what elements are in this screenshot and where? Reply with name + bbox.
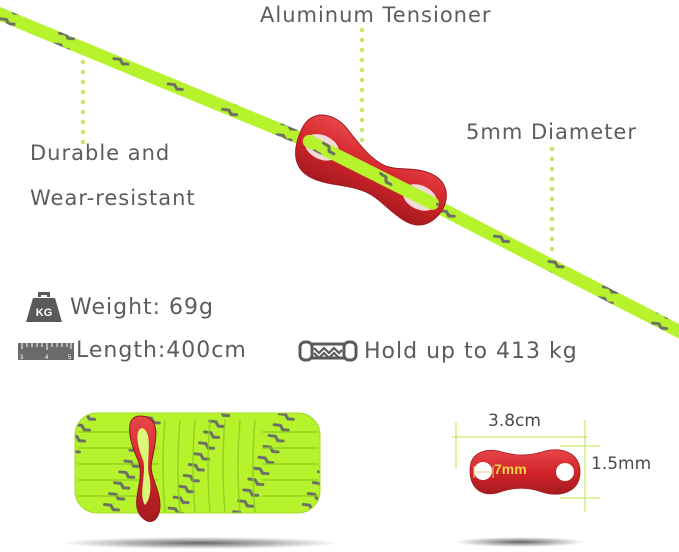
callout-diameter: 5mm Diameter xyxy=(466,120,637,144)
callout-aluminum-tensioner: Aluminum Tensioner xyxy=(260,3,492,27)
hold-capacity-value: Hold up to 413 kg xyxy=(364,338,578,364)
tension-link-icon xyxy=(298,340,358,362)
aluminum-tensioner xyxy=(295,114,447,226)
dimension-width: 3.8cm xyxy=(488,411,541,431)
svg-text:KG: KG xyxy=(36,307,53,319)
svg-text:4: 4 xyxy=(45,355,49,361)
leader-line-durable xyxy=(80,59,86,145)
coiled-rope-bundle xyxy=(60,412,340,549)
spec-hold: Hold up to 413 kg xyxy=(298,338,578,364)
spec-length: 3 4 5 Length:400cm xyxy=(18,338,247,363)
kg-weight-icon: KG xyxy=(26,292,62,322)
tensioner-dimension-diagram xyxy=(452,420,600,547)
dimension-thickness: 1.5mm xyxy=(591,454,652,474)
ruler-icon: 3 4 5 xyxy=(18,342,74,361)
spec-weight: KG Weight: 69g xyxy=(24,290,214,324)
svg-text:5: 5 xyxy=(68,355,72,361)
dimension-hole: 7mm xyxy=(494,461,527,477)
length-value: Length:400cm xyxy=(76,338,247,363)
leader-line-diameter xyxy=(549,146,555,252)
svg-text:3: 3 xyxy=(20,355,24,361)
callout-durable-line1: Durable and xyxy=(30,141,171,165)
weight-value: Weight: 69g xyxy=(70,294,215,320)
callout-durable-line2: Wear-resistant xyxy=(30,186,196,210)
leader-line-tensioner xyxy=(359,27,365,143)
